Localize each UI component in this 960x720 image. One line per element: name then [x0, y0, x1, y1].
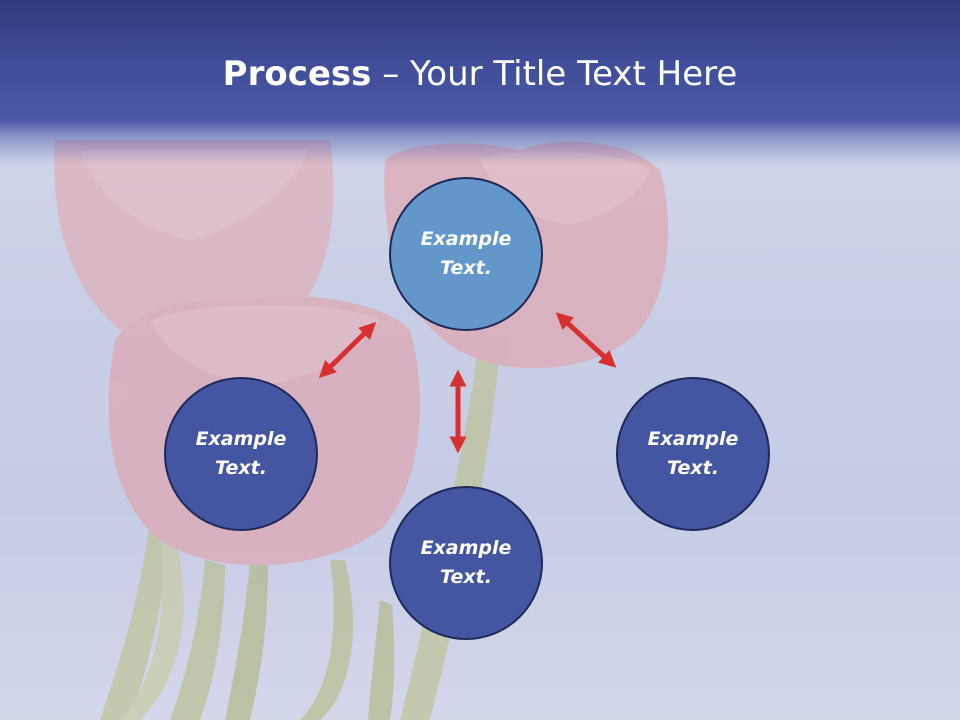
node-bottom-label: Example Text.: [420, 537, 512, 588]
node-top: Example Text.: [389, 177, 543, 331]
title-band: [0, 0, 960, 165]
node-left-label: Example Text.: [195, 428, 287, 479]
node-right: Example Text.: [616, 377, 770, 531]
node-top-label: Example Text.: [420, 228, 512, 279]
node-left: Example Text.: [164, 377, 318, 531]
node-bottom: Example Text.: [389, 486, 543, 640]
title-rest-part: Your Title Text Here: [410, 54, 738, 94]
arrow-top-right: [555, 312, 617, 368]
arrow-top-left: [318, 322, 377, 378]
title-separator: –: [371, 54, 411, 94]
slide-title: Process – Your Title Text Here: [0, 50, 960, 98]
node-right-label: Example Text.: [647, 428, 739, 479]
title-bold-part: Process: [222, 54, 372, 94]
